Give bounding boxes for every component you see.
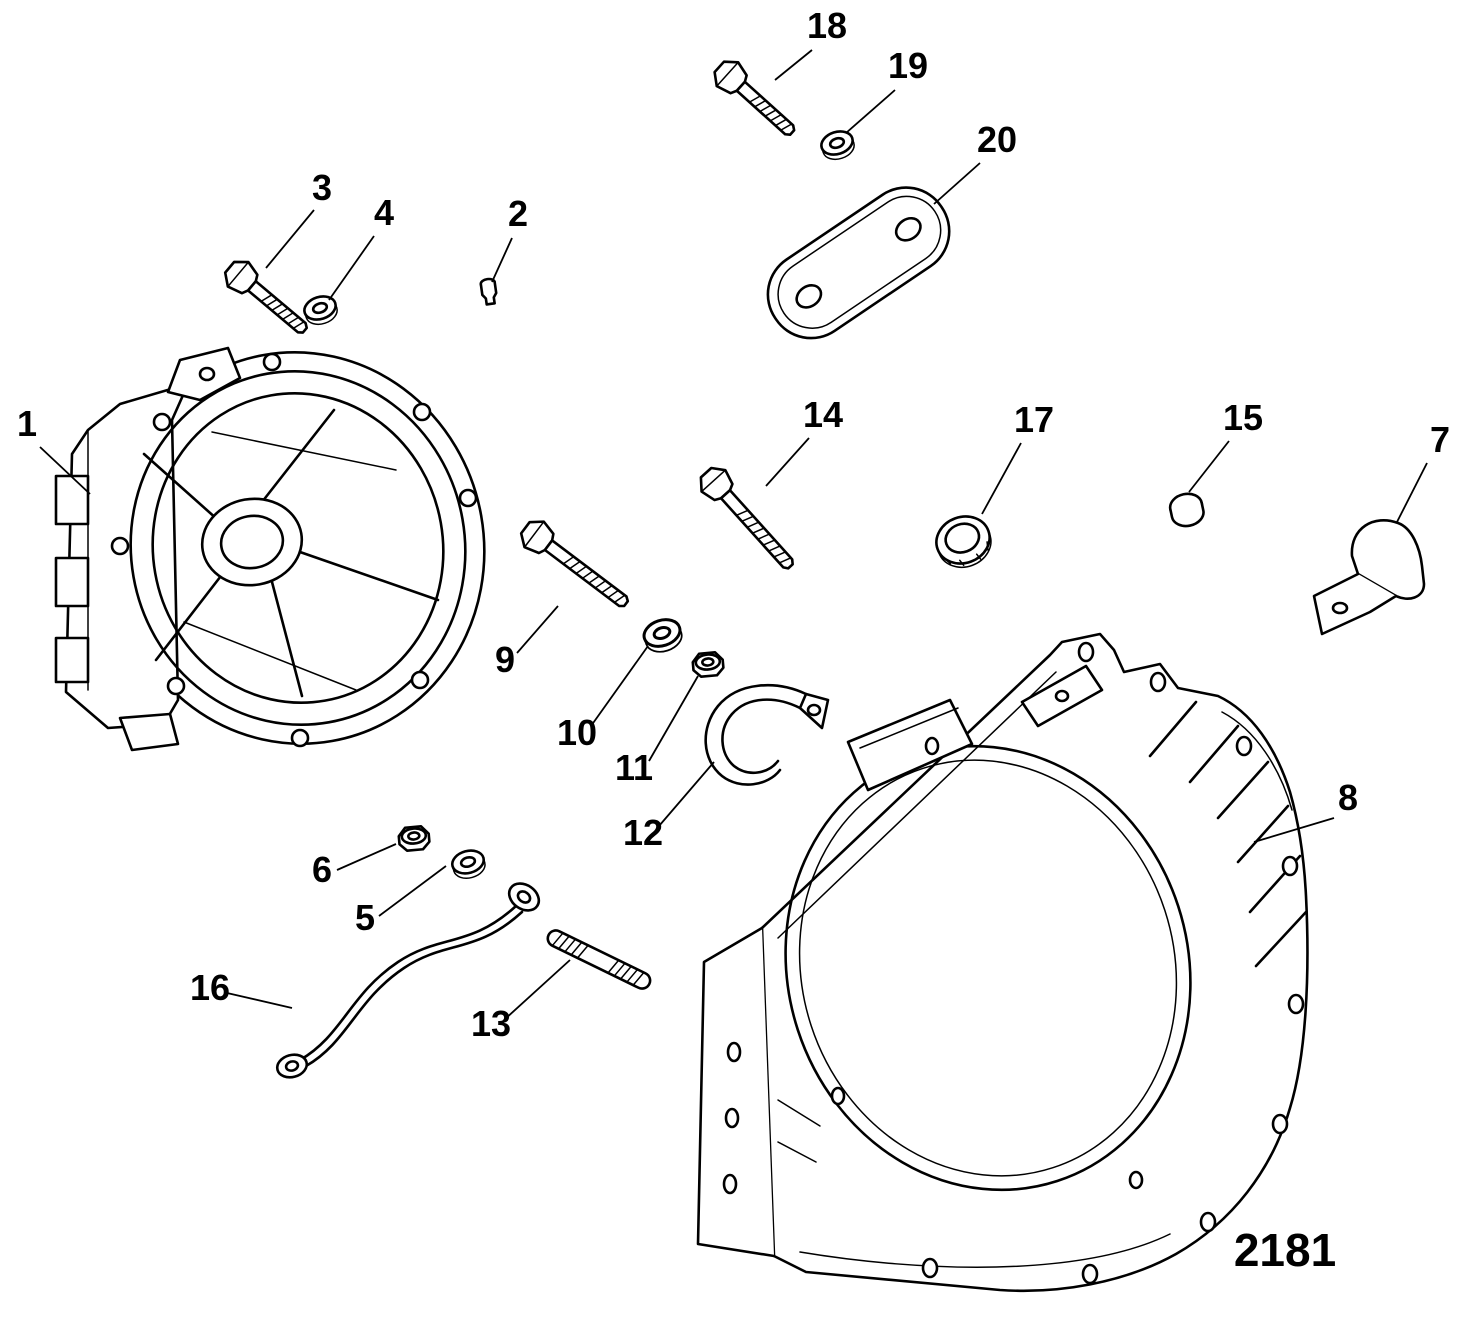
leader-line-15 [1188, 440, 1230, 493]
callout-4: 4 [374, 192, 394, 233]
leader-line-3 [265, 209, 315, 269]
callout-19: 19 [888, 45, 928, 86]
callout-13: 13 [471, 1003, 511, 1044]
leader-line-12 [658, 761, 715, 827]
callout-12: 12 [623, 812, 663, 853]
callout-2: 2 [508, 193, 528, 234]
callout-6: 6 [312, 849, 332, 890]
flywheel-adapter-housing-drawing [54, 346, 486, 752]
leader-lines [39, 49, 1428, 1021]
leader-line-14 [765, 437, 810, 487]
callout-17: 17 [1014, 399, 1054, 440]
leader-line-5 [378, 865, 447, 917]
retainer-clip-7-drawing [1312, 518, 1426, 636]
callout-3: 3 [312, 167, 332, 208]
callout-10: 10 [557, 712, 597, 753]
callout-8: 8 [1338, 777, 1358, 818]
callout-16: 16 [190, 967, 230, 1008]
cable-clip-12-drawing [704, 684, 830, 786]
callout-18: 18 [807, 5, 847, 46]
leader-line-18 [774, 49, 813, 81]
locknut-6-drawing [396, 824, 432, 853]
leader-line-1 [39, 446, 91, 495]
ground-cable-16-drawing [275, 882, 541, 1079]
leader-line-19 [845, 89, 896, 134]
callout-20: 20 [977, 119, 1017, 160]
callout-labels: 1 2 3 4 5 6 7 8 9 10 11 12 13 14 15 16 1… [17, 5, 1450, 1044]
stud-13-drawing [546, 929, 652, 990]
leader-line-11 [648, 675, 699, 762]
callout-14: 14 [803, 394, 843, 435]
callout-7: 7 [1430, 419, 1450, 460]
callout-1: 1 [17, 403, 37, 444]
leader-line-4 [328, 235, 375, 301]
cover-plate-20-drawing [766, 186, 951, 340]
leader-line-17 [981, 442, 1022, 515]
leader-line-10 [590, 645, 649, 727]
callout-11: 11 [615, 747, 653, 788]
callout-9: 9 [495, 639, 515, 680]
leader-line-13 [503, 959, 571, 1021]
leader-line-8 [1253, 817, 1335, 843]
locknut-11-drawing [690, 650, 726, 679]
leader-line-6 [336, 843, 397, 871]
bushing-17-drawing [935, 515, 992, 568]
leader-line-9 [516, 605, 559, 654]
figure-number: 2181 [1234, 1224, 1336, 1276]
callout-15: 15 [1223, 397, 1263, 438]
leader-line-20 [933, 162, 981, 205]
callout-5: 5 [355, 897, 375, 938]
leader-line-7 [1396, 462, 1428, 523]
plug-15-drawing [1168, 492, 1205, 528]
flywheel-housing-cover-drawing [696, 632, 1309, 1293]
small-fitting-2-drawing [479, 277, 498, 306]
leader-line-16 [226, 992, 293, 1009]
leader-line-2 [491, 237, 513, 283]
